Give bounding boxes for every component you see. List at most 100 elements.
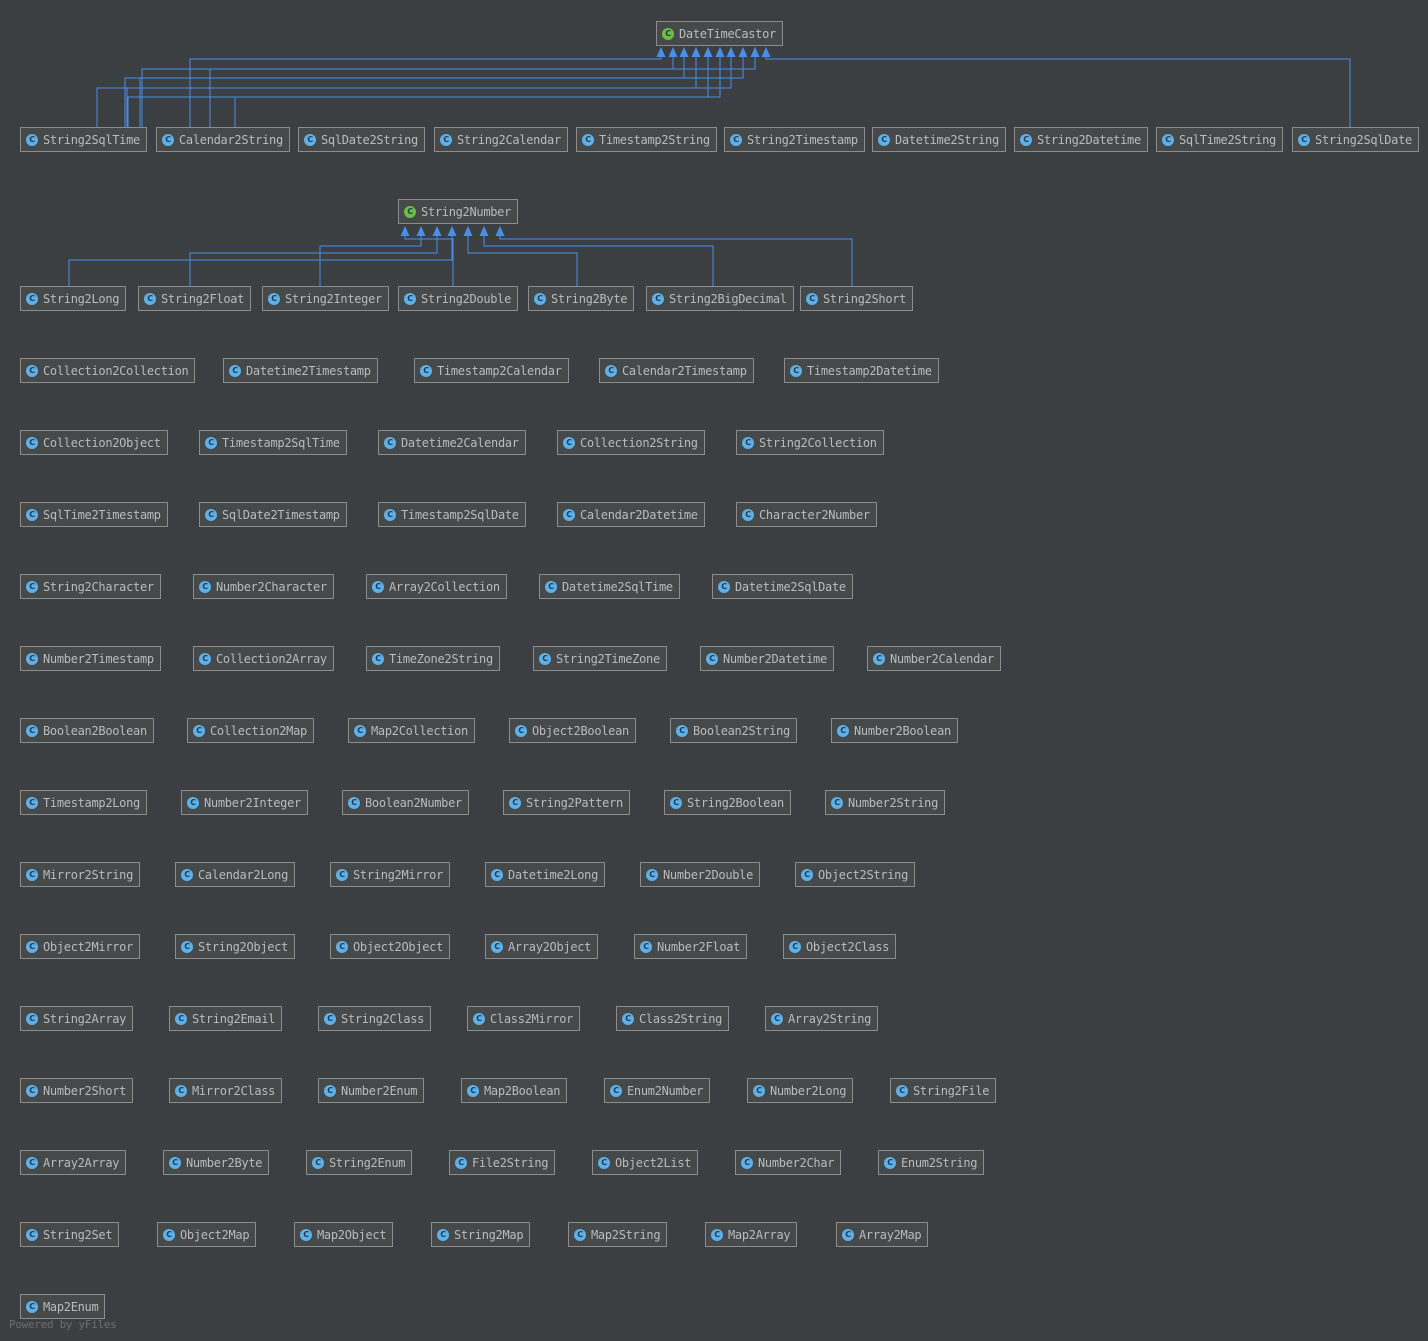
class-name-label: Number2Boolean [854,723,951,738]
class-name-label: Array2Array [43,1155,120,1170]
class-icon: C [640,940,652,953]
